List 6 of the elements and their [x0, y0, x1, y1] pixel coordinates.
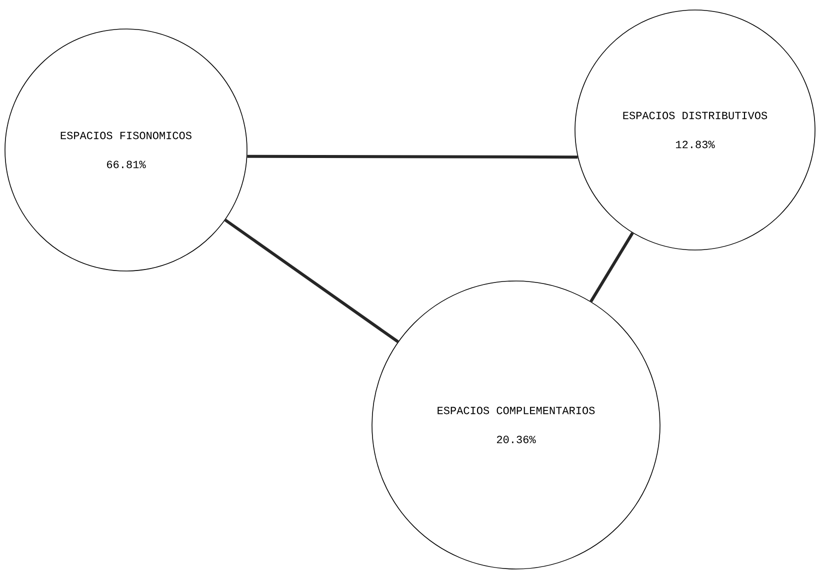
circle-node: ESPACIOS DISTRIBUTIVOS 12.83% — [574, 10, 816, 250]
circle-node: ESPACIOS COMPLEMENTARIOS 20.36% — [372, 280, 660, 570]
connector-line — [224, 218, 399, 344]
connector-line — [590, 232, 634, 302]
circle-node: ESPACIOS FISONOMICOS 66.81% — [4, 28, 248, 272]
connector-line — [247, 154, 578, 159]
